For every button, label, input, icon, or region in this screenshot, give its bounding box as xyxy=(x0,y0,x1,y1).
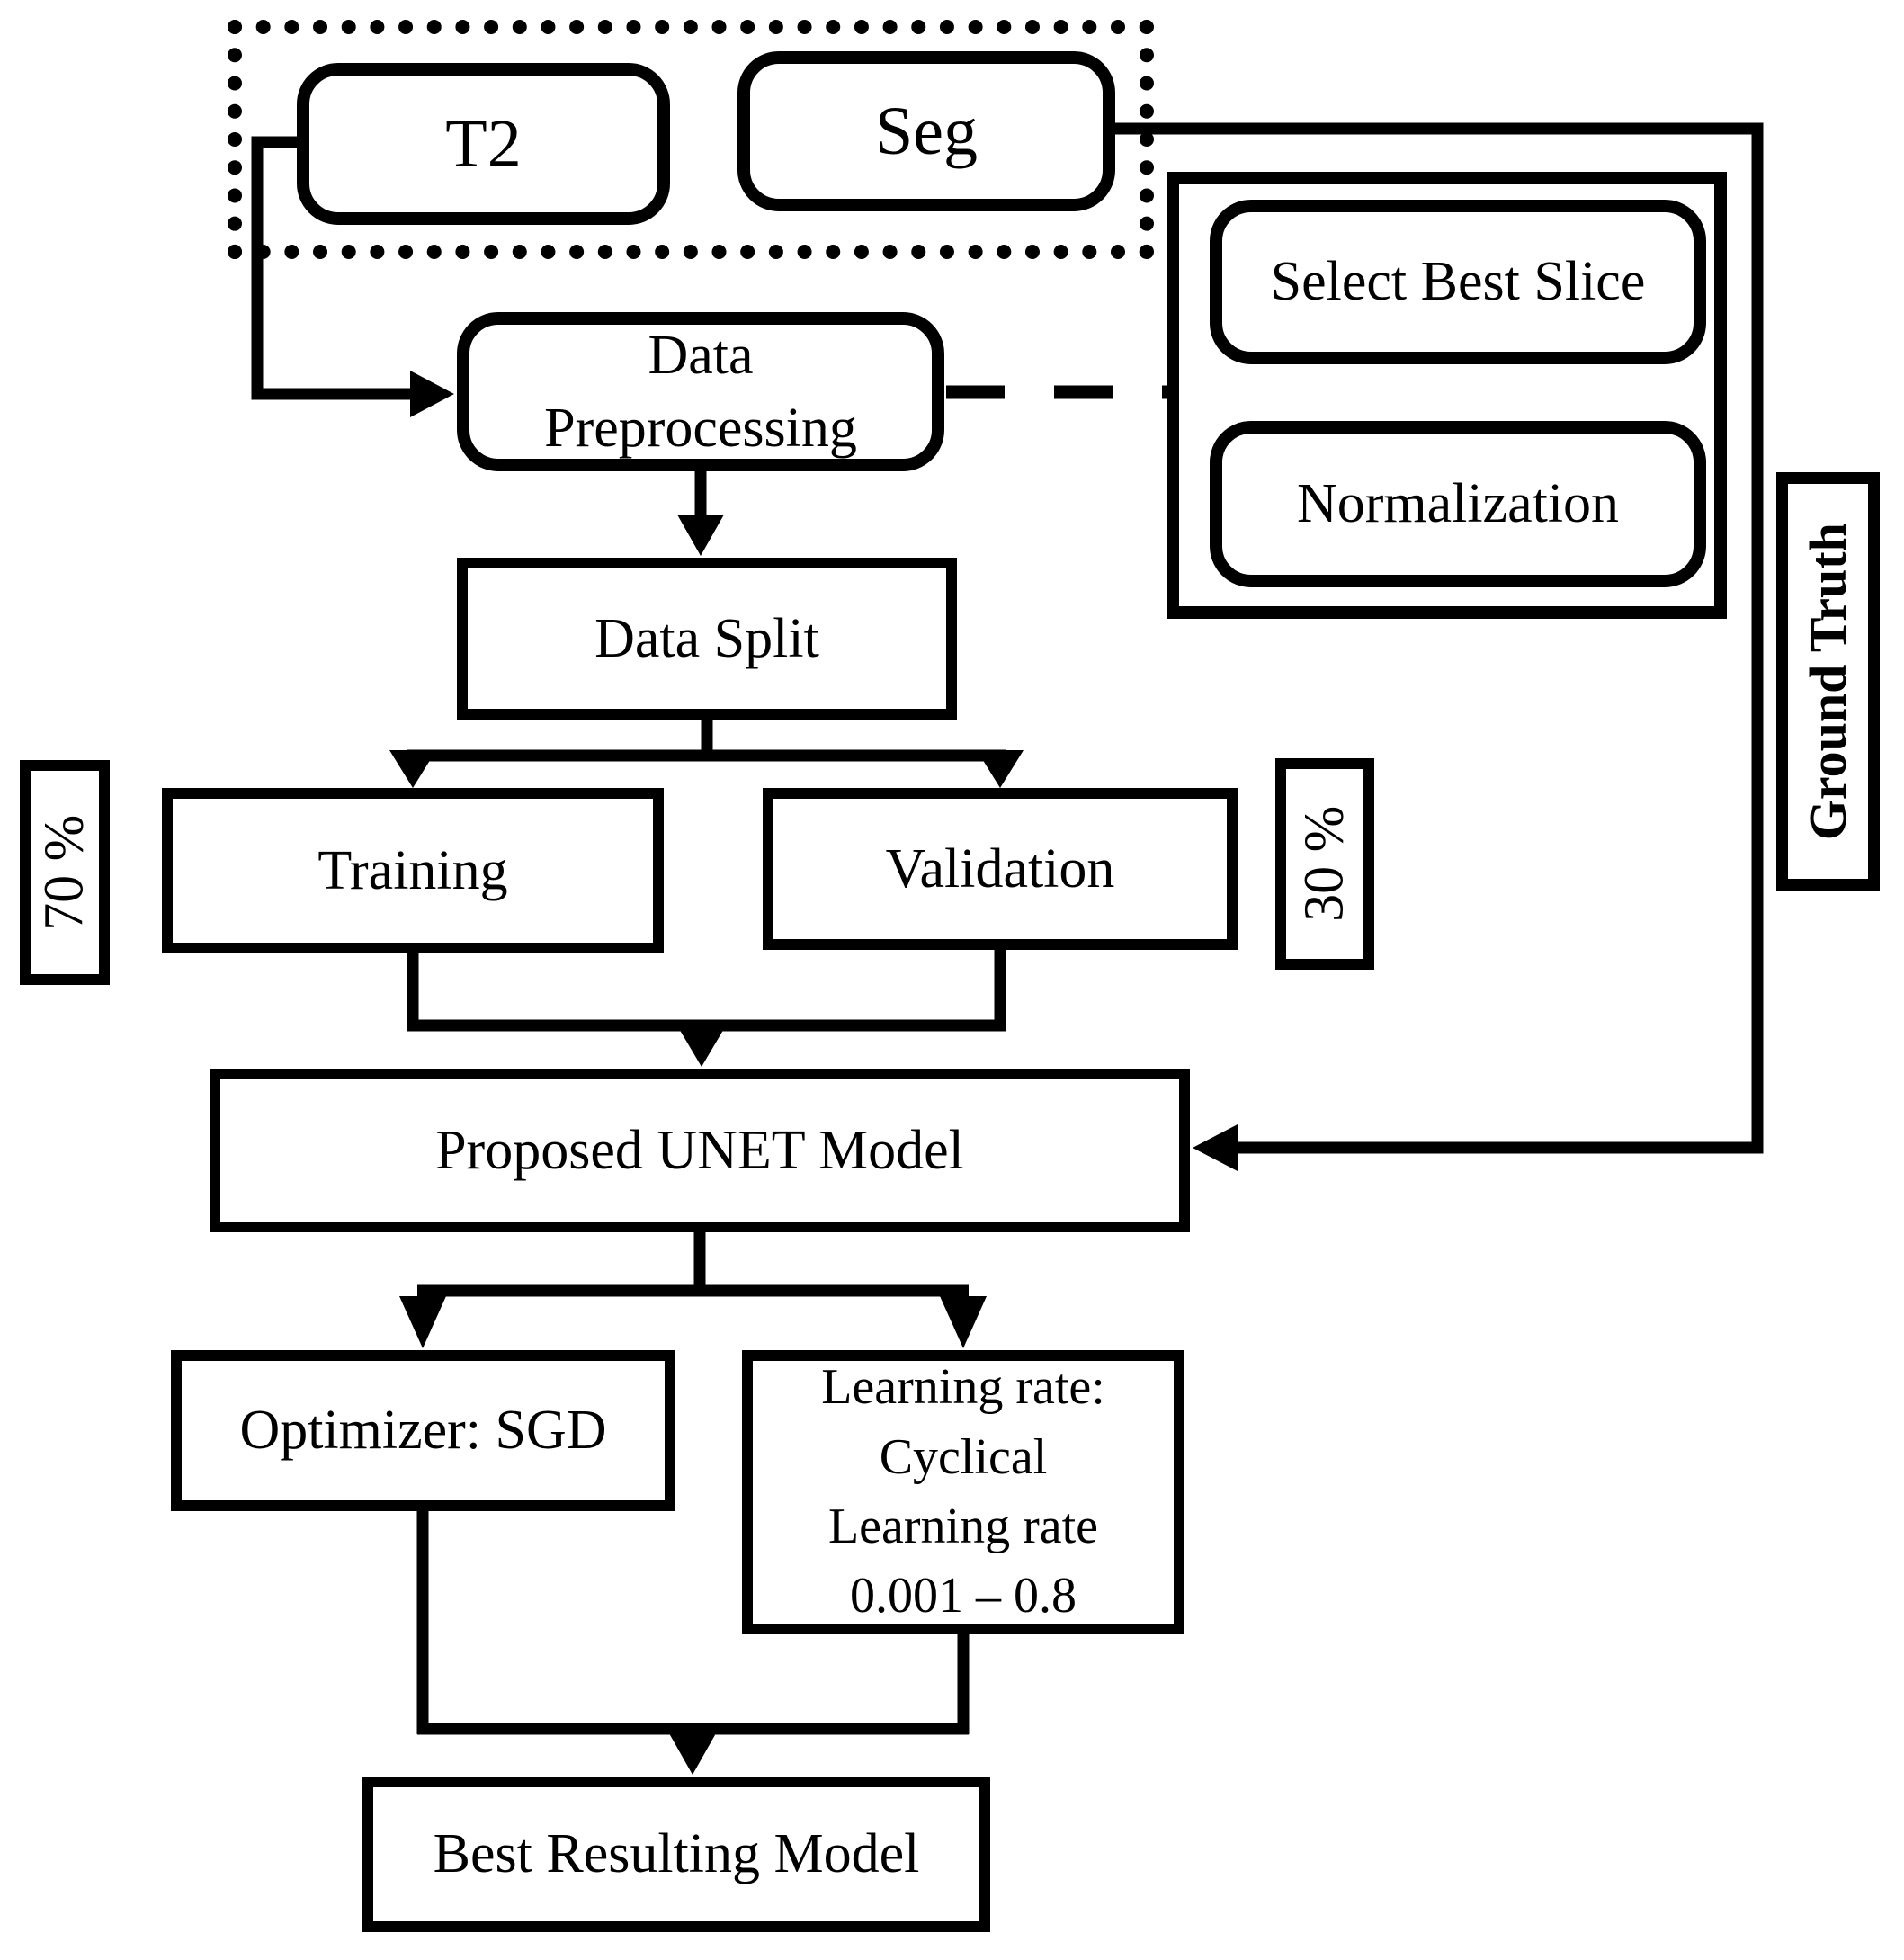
node-data-preprocessing-label: Data Preprocessing xyxy=(544,324,857,459)
validation-percentage-text: 30 % xyxy=(1293,805,1355,923)
node-best-resulting-model-label: Best Resulting Model xyxy=(433,1823,920,1885)
node-validation-label: Validation xyxy=(885,837,1115,899)
connector-preprocessing-to-datasplit xyxy=(677,471,724,556)
connector-unet-split xyxy=(399,1229,987,1348)
node-select-best-slice-label: Select Best Slice xyxy=(1270,251,1646,313)
label-validation-percentage: 30 % xyxy=(1275,758,1374,970)
node-training: Training xyxy=(162,788,664,953)
node-normalization: Normalization xyxy=(1210,421,1706,587)
label-training-percentage: 70 % xyxy=(20,760,110,985)
node-select-best-slice: Select Best Slice xyxy=(1210,200,1706,364)
node-t2: T2 xyxy=(297,63,670,225)
node-best-resulting-model: Best Resulting Model xyxy=(362,1777,990,1932)
node-learning-rate-label: Learning rate: Cyclical Learning rate 0.… xyxy=(821,1359,1105,1624)
node-data-split: Data Split xyxy=(457,558,957,720)
input-group-dotted-frame xyxy=(228,20,1154,259)
node-seg-label: Seg xyxy=(875,93,978,169)
training-percentage-text: 70 % xyxy=(33,814,95,931)
node-learning-rate: Learning rate: Cyclical Learning rate 0.… xyxy=(742,1350,1184,1634)
node-data-preprocessing: Data Preprocessing xyxy=(457,312,944,471)
node-t2-label: T2 xyxy=(445,105,522,182)
node-optimizer: Optimizer: SGD xyxy=(171,1350,675,1511)
node-proposed-unet-model: Proposed UNET Model xyxy=(210,1069,1190,1232)
node-normalization-label: Normalization xyxy=(1296,473,1620,535)
node-optimizer-label: Optimizer: SGD xyxy=(239,1400,607,1462)
node-training-label: Training xyxy=(317,839,508,901)
node-ground-truth-label: Ground Truth xyxy=(1798,523,1857,840)
connector-datasplit-split xyxy=(389,718,1024,788)
node-proposed-unet-model-label: Proposed UNET Model xyxy=(435,1119,964,1181)
node-data-split-label: Data Split xyxy=(594,607,819,669)
node-validation: Validation xyxy=(763,788,1238,950)
node-seg: Seg xyxy=(737,51,1115,211)
connector-train-val-to-unet xyxy=(407,944,1006,1067)
node-ground-truth: Ground Truth xyxy=(1776,472,1880,891)
